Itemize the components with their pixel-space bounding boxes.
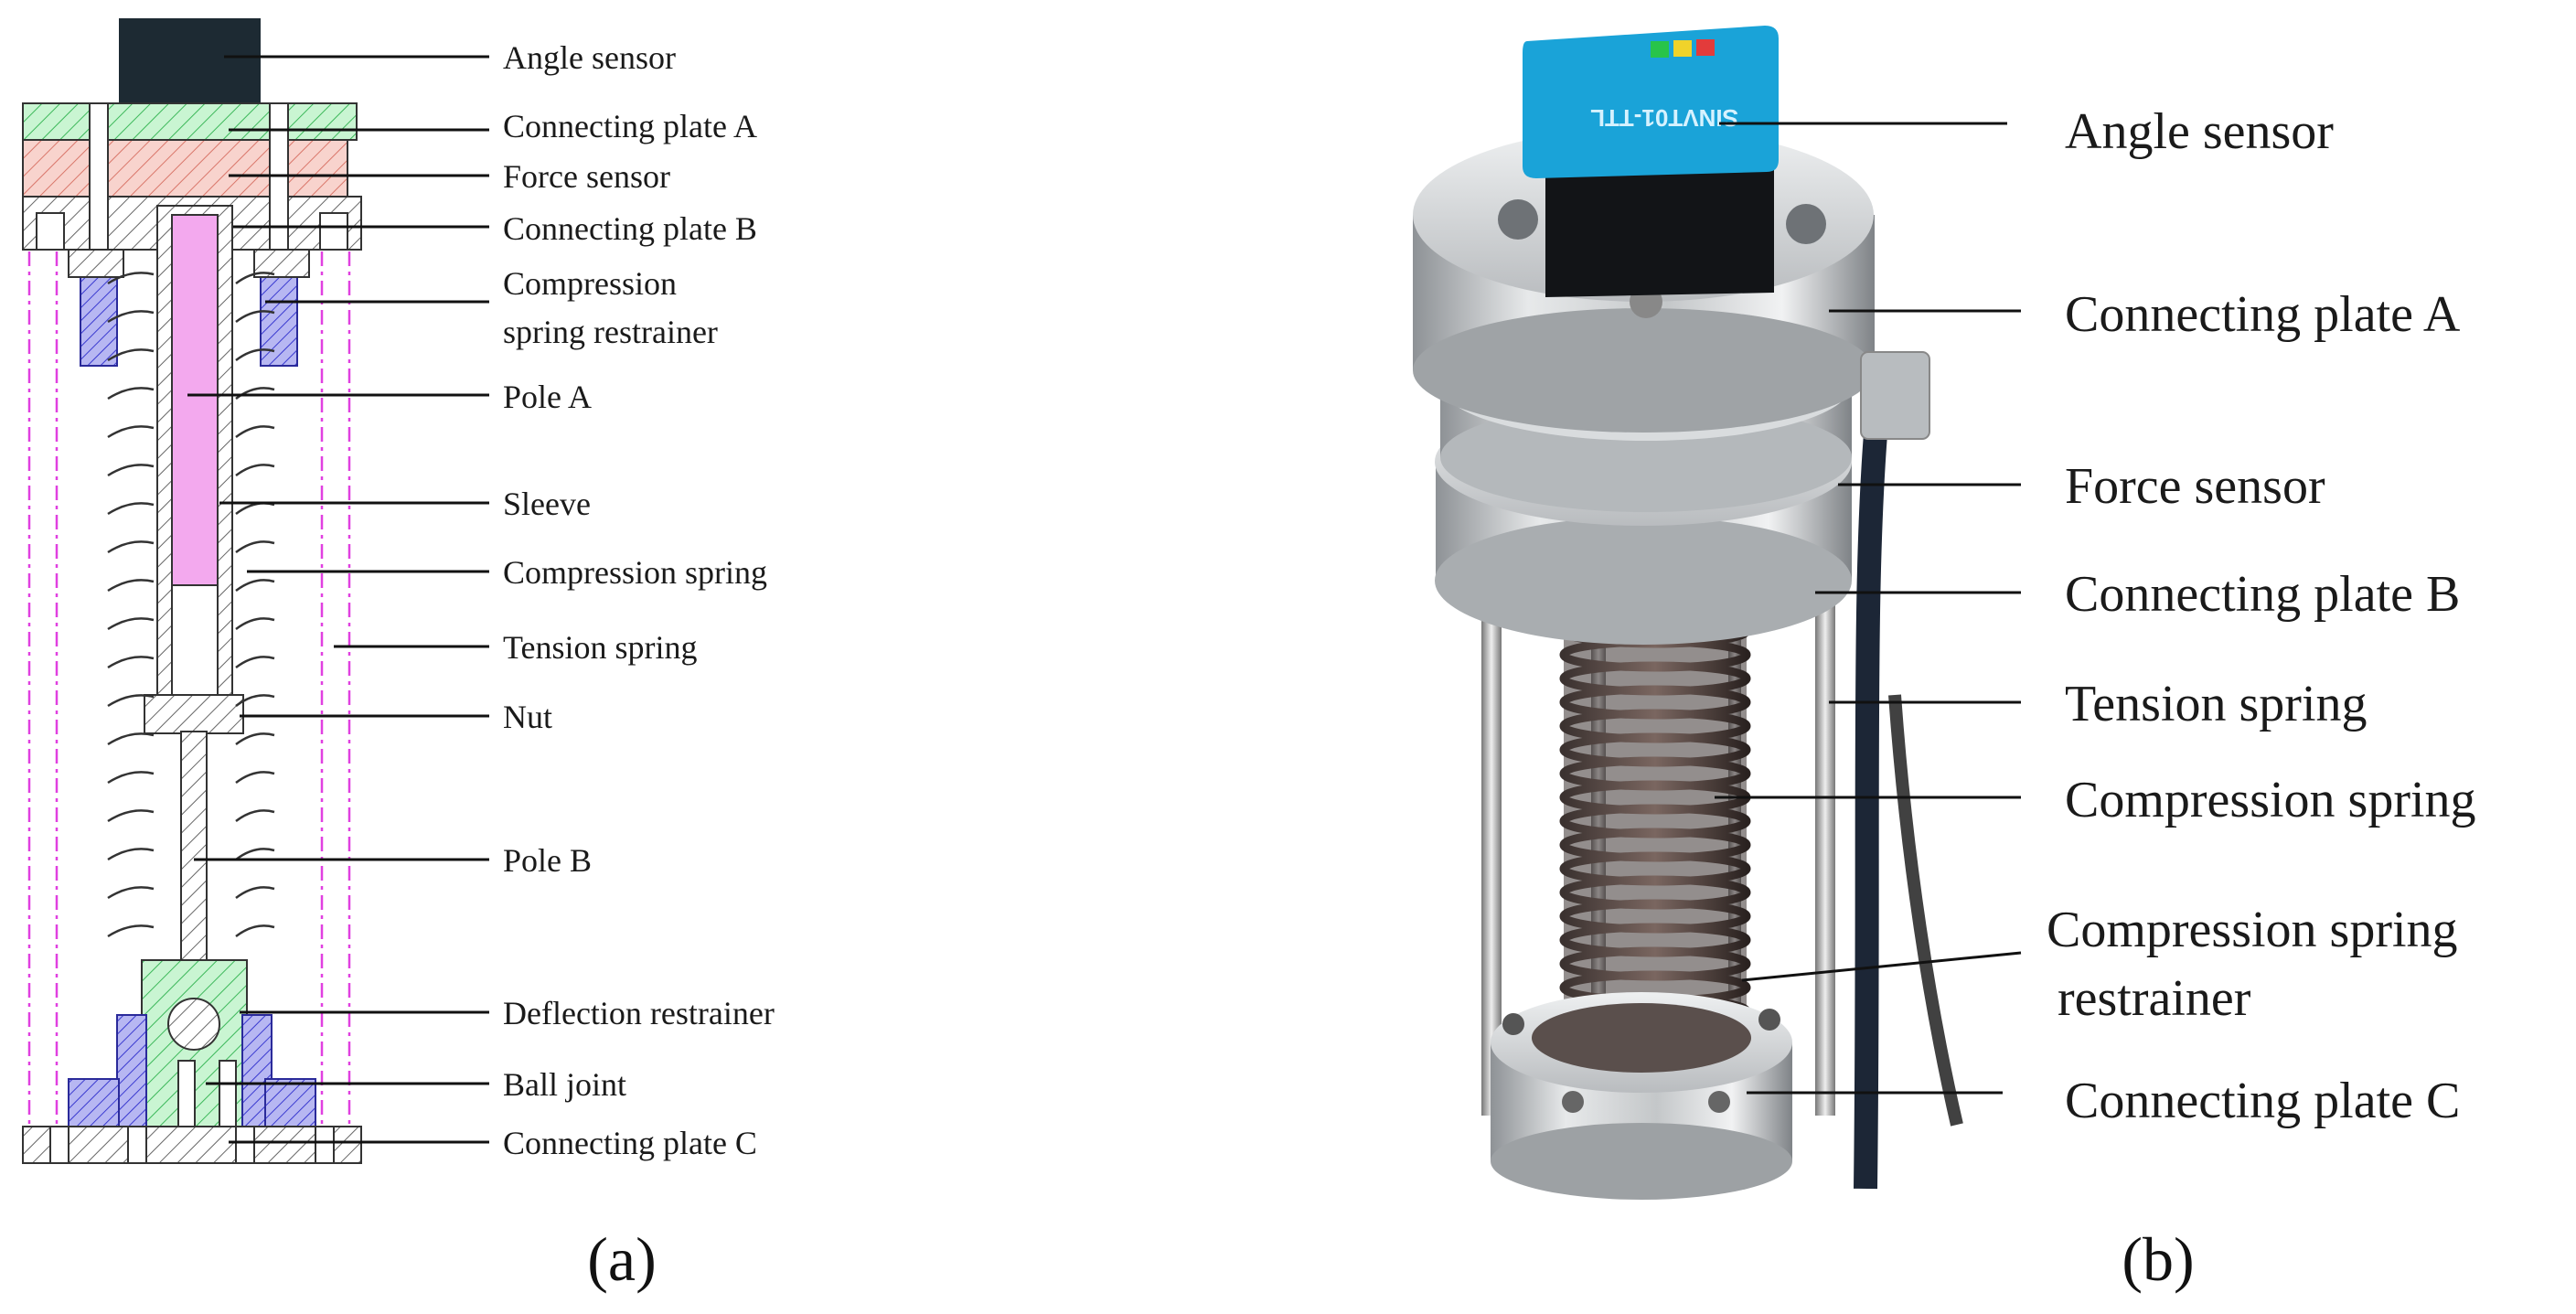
spring-coil-segment	[235, 387, 275, 400]
spring-coil-segment	[235, 656, 275, 668]
force-sensor-section	[22, 139, 348, 198]
label-a-force-sensor: Force sensor	[503, 158, 670, 195]
caption-a: (a)	[587, 1224, 656, 1294]
label-a-connecting-plate-a: Connecting plate A	[503, 108, 757, 144]
spring-coil-segment	[107, 848, 155, 861]
spring-coil-segment	[107, 809, 155, 823]
label-a-pole-a: Pole A	[503, 379, 592, 415]
label-a-spring-restrainer-line2: spring restrainer	[503, 314, 718, 350]
nut-section	[144, 694, 244, 734]
label-a-tension-spring: Tension spring	[503, 629, 697, 666]
connecting-plate-a-section	[22, 102, 358, 141]
leader-lines-a	[187, 55, 489, 1144]
spring-coil-segment	[107, 617, 155, 631]
label-a-connecting-plate-c: Connecting plate C	[503, 1125, 757, 1161]
label-b-tension-spring: Tension spring	[2065, 676, 2368, 732]
label-a-compression-spring: Compression spring	[503, 554, 767, 591]
compression-spring-coils	[107, 272, 275, 938]
label-a-ball-joint: Ball joint	[503, 1066, 626, 1103]
label-a-pole-b: Pole B	[503, 842, 592, 879]
spring-coil-segment	[235, 310, 275, 323]
spring-coil-segment	[107, 732, 155, 746]
angle-sensor-block	[119, 18, 261, 105]
panel-a-labels: Angle sensor Connecting plate A Force se…	[503, 39, 775, 1161]
label-a-sleeve: Sleeve	[503, 486, 591, 522]
spring-coil-segment	[235, 617, 275, 630]
panel-b-photo: SINVT01-TTL Angle sensor Connecting plat…	[1413, 26, 2476, 1294]
panel-a-drawing: Angle sensor Connecting plate A Force se…	[22, 18, 775, 1294]
spring-coil-segment	[235, 924, 275, 937]
pole-a-section	[171, 214, 219, 586]
spring-coil-segment	[107, 694, 155, 708]
spring-coil-segment	[107, 502, 155, 516]
label-a-nut: Nut	[503, 699, 552, 735]
spring-coil-segment	[235, 348, 275, 361]
spring-coil-segment	[107, 656, 155, 669]
cable	[1854, 391, 1891, 1190]
spring-coil-segment	[235, 540, 275, 553]
spring-coil-segment	[107, 464, 155, 477]
spring-coil-segment	[235, 732, 275, 745]
label-a-angle-sensor: Angle sensor	[503, 39, 676, 76]
label-b-compression-spring: Compression spring	[2065, 772, 2476, 828]
spring-coil-segment	[107, 540, 155, 554]
label-a-compression-line1: Compression	[503, 265, 677, 302]
label-a-deflection-restrainer: Deflection restrainer	[503, 995, 775, 1031]
ball-joint-section	[167, 998, 220, 1051]
spring-coil-segment	[107, 272, 155, 285]
spring-coil-segment	[235, 425, 275, 438]
label-b-connecting-plate-c: Connecting plate C	[2065, 1073, 2460, 1129]
spring-coil-segment	[235, 579, 275, 592]
spring-coil-segment	[107, 387, 155, 401]
spring-coil-segment	[235, 886, 275, 899]
spring-coil-segment	[107, 886, 155, 900]
label-b-angle-sensor: Angle sensor	[2065, 103, 2334, 160]
device-model-text: SINVT01-TTL	[1590, 104, 1738, 132]
label-b-force-sensor: Force sensor	[2065, 458, 2325, 515]
spring-coil-segment	[107, 924, 155, 938]
label-b-connecting-plate-a: Connecting plate A	[2065, 286, 2461, 343]
label-b-restrainer-line2: restrainer	[2058, 970, 2251, 1027]
spring-coil-segment	[235, 272, 275, 284]
spring-coil-segment	[235, 464, 275, 476]
spring-coil-segment	[107, 771, 155, 785]
spring-coil-segment	[107, 425, 155, 439]
spring-coil-segment	[107, 310, 155, 324]
spring-coil-segment	[107, 579, 155, 593]
caption-b: (b)	[2122, 1224, 2194, 1294]
label-b-compression-spring-line1: Compression spring	[2047, 902, 2458, 958]
spring-coil-segment	[235, 771, 275, 784]
connecting-plate-c-section	[22, 1126, 362, 1164]
connecting-plate-c-photo	[1491, 992, 1792, 1200]
leader-lines-b	[1715, 122, 2022, 1095]
spring-coil-segment	[235, 848, 275, 860]
spring-coil-segment	[235, 809, 275, 822]
spring-coil-segment	[235, 502, 275, 515]
angle-sensor-photo: SINVT01-TTL	[1523, 26, 1779, 297]
spring-coil-segment	[235, 694, 275, 707]
label-a-connecting-plate-b: Connecting plate B	[503, 210, 757, 247]
panel-b-labels: Angle sensor Connecting plate A Force se…	[2047, 103, 2476, 1129]
spring-coil-segment	[107, 348, 155, 362]
label-b-connecting-plate-b: Connecting plate B	[2065, 566, 2460, 623]
